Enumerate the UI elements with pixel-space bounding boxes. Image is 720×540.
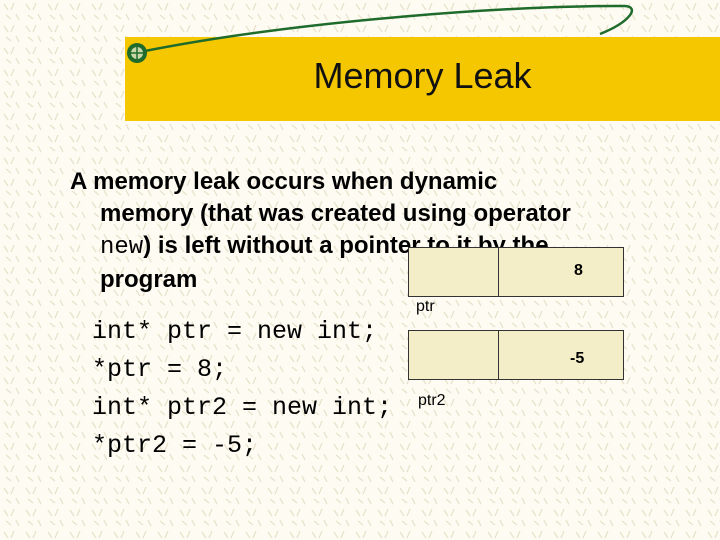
heap-box-2	[498, 330, 624, 380]
code-block: int* ptr = new int; *ptr = 8; int* ptr2 = …	[92, 313, 392, 465]
code-line: *ptr = 8;	[92, 355, 228, 384]
definition-text: A memory leak occurs when dynamic memory…	[70, 166, 670, 296]
slide-title: Memory Leak	[313, 55, 532, 96]
para-line-2: memory (that was created using operator	[100, 200, 571, 227]
code-line: int* ptr2 = new int;	[92, 393, 393, 422]
ptr2-box	[408, 330, 500, 380]
code-line: *ptr2 = -5;	[92, 431, 258, 460]
heap-box-1	[498, 247, 624, 297]
para-line-1: A memory leak occurs when dynamic	[70, 168, 498, 195]
ptr2-label: ptr2	[418, 392, 446, 409]
heap-value-1: 8	[574, 262, 583, 279]
code-line: int* ptr = new int;	[92, 317, 378, 346]
ptr-label: ptr	[416, 298, 435, 315]
title-banner	[125, 37, 720, 121]
para-line-4: program	[100, 266, 198, 293]
heap-value-2: -5	[570, 350, 585, 367]
ptr-box	[408, 247, 500, 297]
keyword-new: new	[100, 234, 144, 261]
swoosh-decoration	[127, 4, 634, 63]
